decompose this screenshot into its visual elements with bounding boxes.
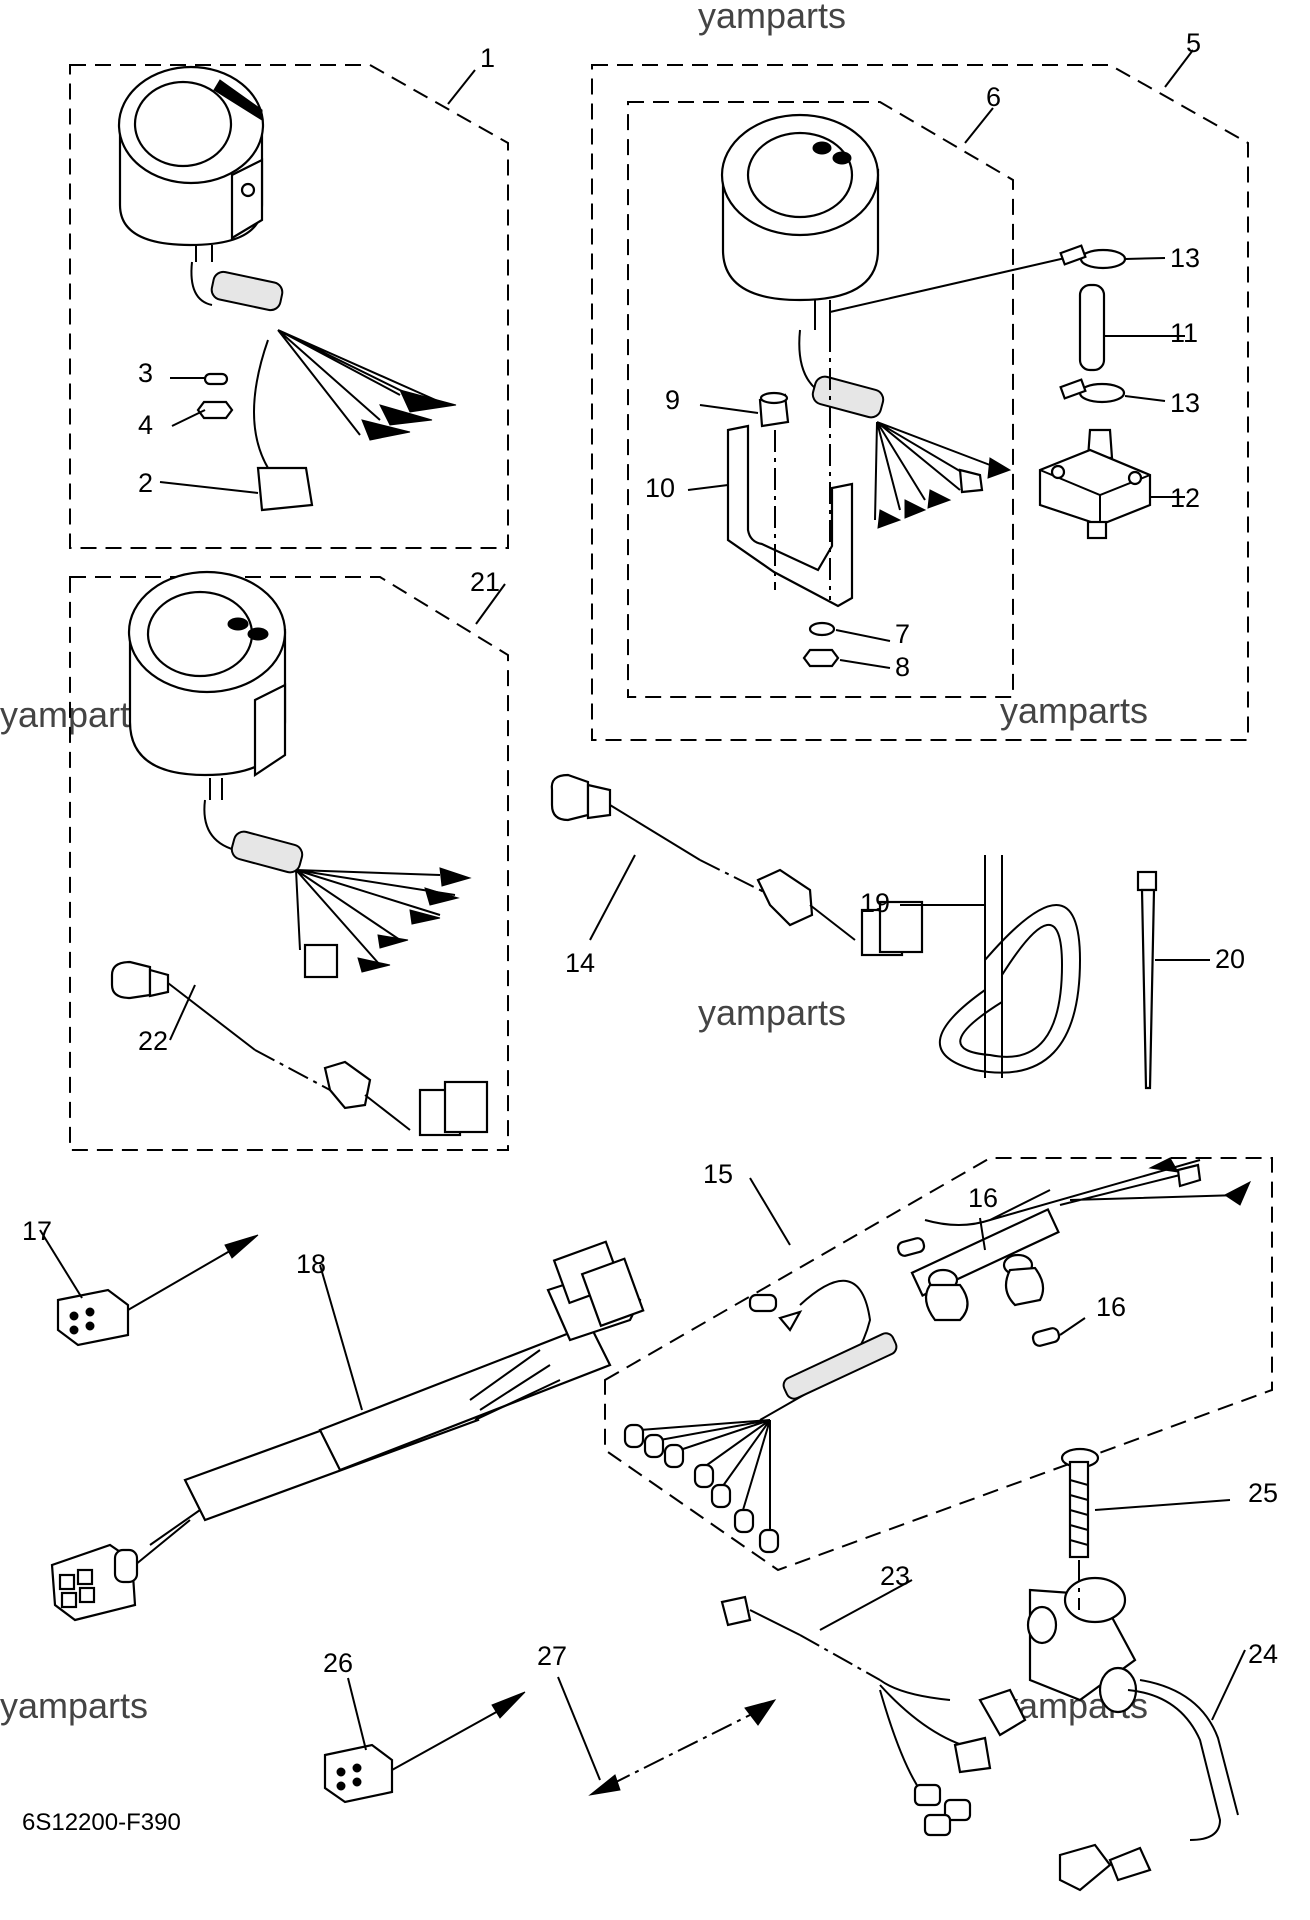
callout-15: 15 — [703, 1159, 733, 1189]
callout-5: 5 — [1186, 28, 1201, 58]
callout-9: 9 — [665, 385, 680, 415]
callout-26: 26 — [323, 1648, 353, 1678]
callout-23: 23 — [880, 1561, 910, 1591]
lead-part-14 — [550, 773, 924, 957]
callout-8: 8 — [895, 652, 910, 682]
group-box-15 — [604, 1157, 1273, 1572]
screw-part-25 — [1060, 1447, 1100, 1610]
leader-lines — [39, 49, 1246, 1781]
callout-22: 22 — [138, 1026, 168, 1056]
callout-16b: 16 — [1096, 1292, 1126, 1322]
gauge-part-21 — [110, 570, 489, 1137]
diagram-code: 6S12200-F390 — [22, 1809, 181, 1836]
callout-3: 3 — [138, 358, 153, 388]
callout-16a: 16 — [968, 1183, 998, 1213]
callout-24: 24 — [1248, 1639, 1278, 1669]
callout-27: 27 — [537, 1641, 567, 1671]
callout-1: 1 — [480, 43, 495, 73]
group-box-5 — [591, 64, 1249, 741]
callout-13b: 13 — [1170, 388, 1200, 418]
harness-part-18 — [50, 1240, 645, 1622]
sender-parts-11-13 — [1038, 244, 1152, 540]
callout-20: 20 — [1215, 944, 1245, 974]
callout-2: 2 — [138, 468, 153, 498]
callout-13a: 13 — [1170, 243, 1200, 273]
cable-tie-part-20 — [1136, 870, 1158, 1090]
callout-11: 11 — [1170, 318, 1198, 348]
callout-10: 10 — [645, 473, 675, 503]
watermark-center: yamparts — [698, 992, 846, 1033]
hose-part-19 — [938, 855, 1082, 1078]
watermark-top: yamparts — [698, 0, 846, 36]
watermark-left-bottom: yamparts — [0, 1685, 148, 1726]
terminal-part-27 — [588, 1699, 777, 1796]
callout-17: 17 — [22, 1216, 52, 1246]
sender-part-24 — [1026, 1576, 1239, 1892]
gauge-part-1 — [117, 65, 457, 512]
callout-19: 19 — [860, 888, 890, 918]
callout-6: 6 — [986, 82, 1001, 112]
callout-21: 21 — [470, 567, 500, 597]
callout-7: 7 — [895, 619, 910, 649]
group-box-1 — [69, 64, 509, 549]
harness-part-23 — [720, 1595, 1027, 1837]
group-box-6 — [627, 101, 1014, 698]
gauge-part-6 — [720, 113, 1101, 668]
callout-18: 18 — [296, 1249, 326, 1279]
connector-part-26 — [323, 1691, 526, 1804]
group-box-21 — [69, 576, 509, 1151]
callout-4: 4 — [138, 410, 153, 440]
harness-part-15 — [623, 1157, 1252, 1554]
watermark-left-mid: yamparts — [0, 694, 148, 735]
connector-part-17 — [56, 1234, 259, 1347]
callout-25: 25 — [1248, 1478, 1278, 1508]
watermark-right-mid: yamparts — [1000, 690, 1148, 731]
callout-14: 14 — [565, 948, 595, 978]
callout-12: 12 — [1170, 483, 1200, 513]
